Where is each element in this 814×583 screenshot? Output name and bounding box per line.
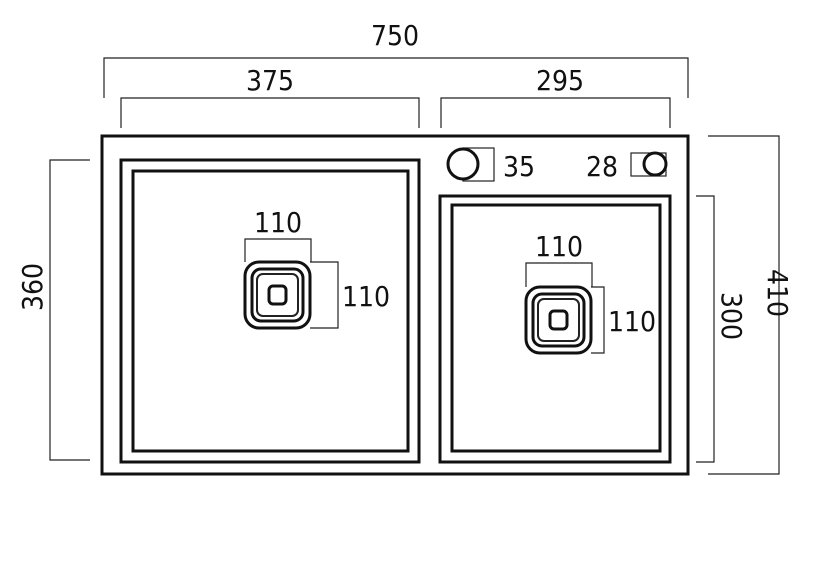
right-bowl-inner bbox=[450, 203, 662, 453]
svg-text:300: 300 bbox=[715, 292, 748, 340]
svg-text:110: 110 bbox=[342, 280, 390, 313]
right-bowl-outer bbox=[438, 194, 672, 464]
dim-overall-width: 750 bbox=[103, 19, 689, 98]
svg-text:35: 35 bbox=[503, 150, 535, 183]
svg-text:750: 750 bbox=[371, 19, 419, 52]
dim-overall-depth: 410 bbox=[708, 135, 794, 475]
left-drain-icon: 110 110 bbox=[243, 206, 390, 330]
left-bowl-inner bbox=[131, 169, 410, 453]
overflow-hole-icon: 28 bbox=[586, 150, 668, 183]
left-bowl-outer bbox=[119, 158, 421, 464]
svg-text:375: 375 bbox=[246, 64, 294, 97]
svg-text:110: 110 bbox=[535, 230, 583, 263]
tap-hole-icon: 35 bbox=[446, 147, 535, 183]
right-drain-icon: 110 110 bbox=[524, 230, 656, 355]
dim-right-bowl-width: 295 bbox=[440, 64, 671, 128]
dim-left-bowl-depth: 360 bbox=[16, 159, 90, 461]
svg-text:360: 360 bbox=[16, 263, 49, 311]
sink-outline bbox=[100, 134, 690, 476]
svg-text:110: 110 bbox=[608, 305, 656, 338]
dim-left-bowl-width: 375 bbox=[120, 64, 420, 128]
dim-right-bowl-depth: 300 bbox=[696, 195, 748, 463]
svg-text:410: 410 bbox=[761, 269, 794, 317]
svg-text:110: 110 bbox=[254, 206, 302, 239]
svg-text:295: 295 bbox=[536, 64, 584, 97]
svg-text:28: 28 bbox=[586, 150, 618, 183]
